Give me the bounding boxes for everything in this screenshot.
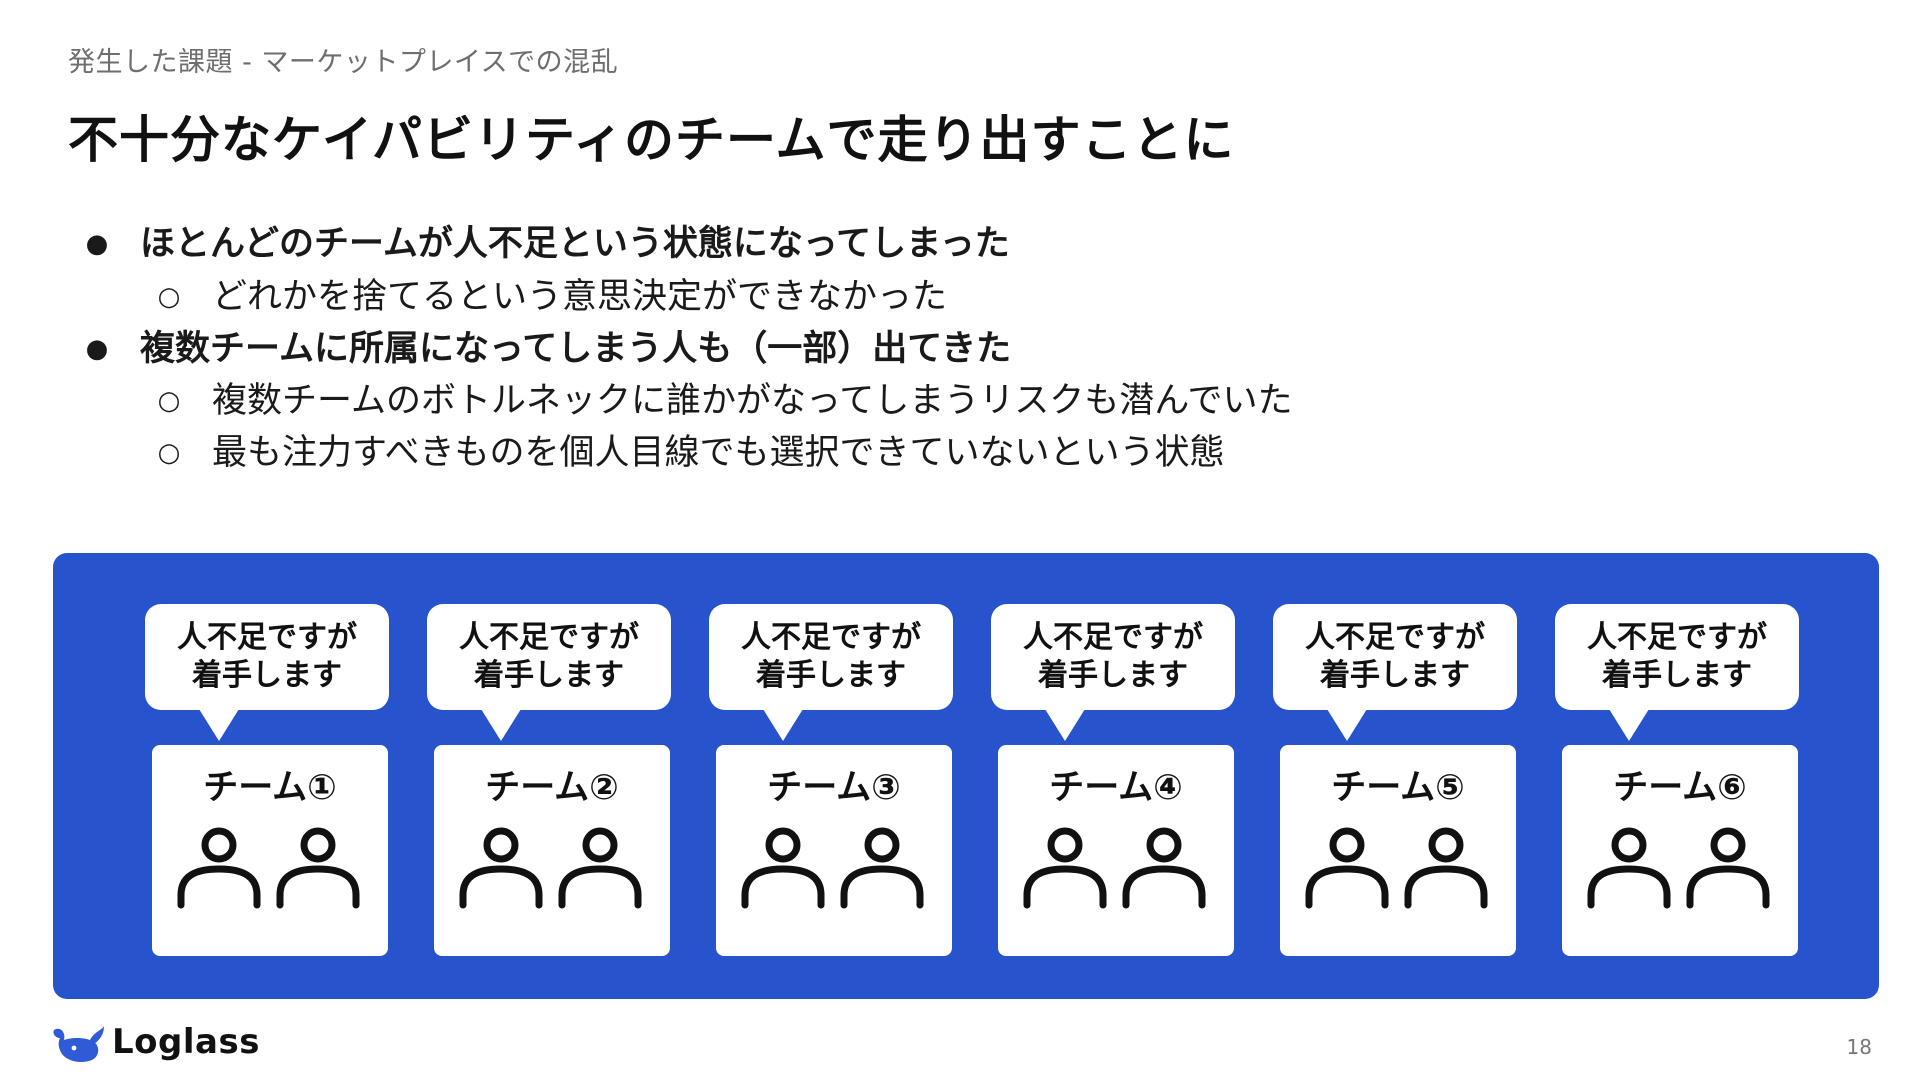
- team-name: チーム②: [485, 768, 619, 808]
- people-icon: [434, 827, 670, 927]
- page-title: 不十分なケイパビリティのチームで走り出すことに: [68, 111, 1235, 169]
- team-card: チーム④: [998, 745, 1234, 956]
- team-name: チーム①: [203, 768, 337, 808]
- bubble-line: 着手します: [474, 658, 624, 693]
- bubble-line: 人不足ですが: [1305, 620, 1485, 655]
- whale-icon: [53, 1026, 104, 1062]
- bullet-text: ほとんどのチームが人不足という状態になってしまった: [140, 224, 1010, 264]
- team-name: チーム⑤: [1331, 768, 1465, 808]
- bullet-marker: ●: [85, 334, 109, 364]
- team-name: チーム④: [1049, 768, 1183, 808]
- bullet-item: ● ほとんどのチームが人不足という状態になってしまった: [86, 219, 1010, 269]
- bubble-line: 着手します: [756, 658, 906, 693]
- sub-bullet-text: どれかを捨てるという意思決定ができなかった: [212, 277, 948, 317]
- team-group: 人不足ですが 着手します チーム②: [427, 604, 677, 959]
- speech-bubble: 人不足ですが 着手します: [1555, 604, 1799, 741]
- bullet-item: ● 複数チームに所属になってしまう人も（一部）出てきた: [86, 324, 1012, 374]
- sub-bullet-marker: ○: [157, 438, 181, 468]
- bubble-line: 着手します: [1320, 658, 1470, 693]
- people-icon: [152, 827, 388, 927]
- team-card: チーム③: [716, 745, 952, 956]
- sub-bullet-item: ○ どれかを捨てるという意思決定ができなかった: [158, 272, 948, 322]
- logo-text: Loglass: [112, 1022, 260, 1062]
- people-icon: [998, 827, 1234, 927]
- team-group: 人不足ですが 着手します チーム⑤: [1273, 604, 1523, 959]
- team-card: チーム②: [434, 745, 670, 956]
- speech-bubble: 人不足ですが 着手します: [1273, 604, 1517, 741]
- sub-bullet-text: 最も注力すべきものを個人目線でも選択できていないという状態: [212, 433, 1225, 473]
- team-name: チーム③: [767, 768, 901, 808]
- team-group: 人不足ですが 着手します チーム④: [991, 604, 1241, 959]
- speech-bubble: 人不足ですが 着手します: [145, 604, 389, 741]
- team-group: 人不足ですが 着手します チーム③: [709, 604, 959, 959]
- teams-panel: 人不足ですが 着手します チーム① 人不足ですが 着手します チーム② 人不足で…: [53, 553, 1879, 999]
- speech-bubble: 人不足ですが 着手します: [709, 604, 953, 741]
- team-card: チーム⑥: [1562, 745, 1798, 956]
- page-number: 18: [1846, 1035, 1872, 1059]
- bullet-text: 複数チームに所属になってしまう人も（一部）出てきた: [140, 329, 1012, 369]
- sub-bullet-marker: ○: [157, 386, 181, 416]
- people-icon: [716, 827, 952, 927]
- bubble-line: 人不足ですが: [741, 620, 921, 655]
- bubble-line: 人不足ですが: [177, 620, 357, 655]
- bubble-line: 着手します: [1602, 658, 1752, 693]
- team-group: 人不足ですが 着手します チーム⑥: [1555, 604, 1805, 959]
- speech-bubble: 人不足ですが 着手します: [427, 604, 671, 741]
- sub-bullet-item: ○ 最も注力すべきものを個人目線でも選択できていないという状態: [158, 428, 1225, 478]
- sub-bullet-marker: ○: [157, 282, 181, 312]
- bullet-marker: ●: [85, 229, 109, 259]
- bubble-line: 人不足ですが: [459, 620, 639, 655]
- team-name: チーム⑥: [1613, 768, 1747, 808]
- sub-bullet-item: ○ 複数チームのボトルネックに誰かがなってしまうリスクも潜んでいた: [158, 376, 1293, 426]
- team-card: チーム⑤: [1280, 745, 1516, 956]
- team-card: チーム①: [152, 745, 388, 956]
- sub-bullet-text: 複数チームのボトルネックに誰かがなってしまうリスクも潜んでいた: [212, 381, 1293, 421]
- bubble-line: 人不足ですが: [1587, 620, 1767, 655]
- people-icon: [1562, 827, 1798, 927]
- breadcrumb: 発生した課題 - マーケットプレイスでの混乱: [68, 47, 619, 78]
- bubble-line: 着手します: [1038, 658, 1188, 693]
- bubble-line: 人不足ですが: [1023, 620, 1203, 655]
- people-icon: [1280, 827, 1516, 927]
- bubble-line: 着手します: [192, 658, 342, 693]
- speech-bubble: 人不足ですが 着手します: [991, 604, 1235, 741]
- team-group: 人不足ですが 着手します チーム①: [145, 604, 395, 959]
